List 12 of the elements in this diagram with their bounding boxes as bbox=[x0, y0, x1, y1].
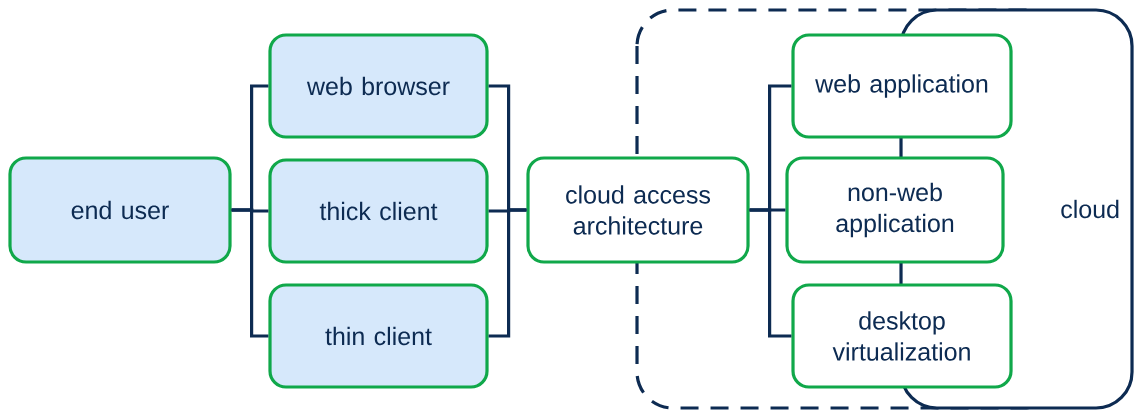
process-box: desktop virtualization bbox=[791, 283, 1013, 389]
connector bbox=[749, 208, 792, 338]
process-box: cloud access architecture bbox=[526, 156, 750, 264]
connector bbox=[231, 208, 269, 338]
connector bbox=[488, 208, 527, 338]
process-box: web application bbox=[791, 33, 1013, 139]
node-label: cloud bbox=[1061, 199, 1119, 219]
process-box: web browser bbox=[268, 33, 489, 139]
process-box: end user bbox=[8, 156, 232, 264]
process-box: thick client bbox=[268, 158, 489, 264]
process-box: non-web application bbox=[785, 156, 1005, 264]
process-box: thin client bbox=[268, 283, 489, 389]
